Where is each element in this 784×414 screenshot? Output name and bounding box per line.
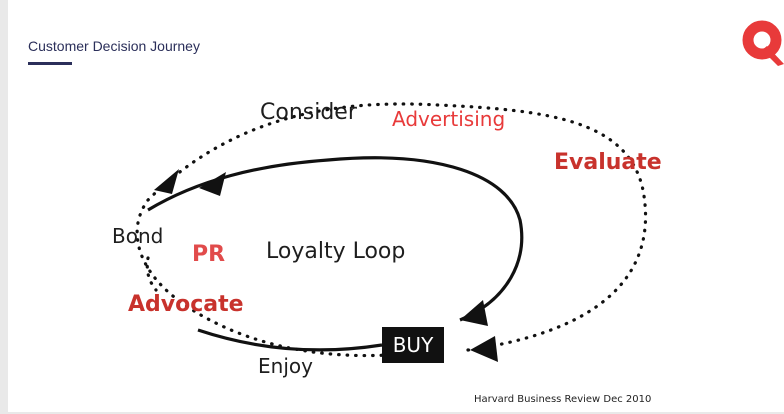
- arrow-head: [199, 172, 226, 196]
- title-underline: [28, 62, 72, 65]
- q-logo-icon: [742, 20, 784, 66]
- stage-buy: BUY: [382, 327, 444, 363]
- stage-consider: Consider: [260, 100, 357, 125]
- stage-evaluate: Evaluate: [554, 150, 662, 175]
- channel-pr: PR: [192, 242, 226, 267]
- arrow-head: [460, 300, 488, 326]
- source-citation: Harvard Business Review Dec 2010: [474, 394, 652, 405]
- channel-advertising: Advertising: [392, 107, 506, 131]
- stage-advocate: Advocate: [128, 292, 244, 317]
- page-title: Customer Decision Journey: [28, 38, 200, 54]
- bond-to-advocate: [145, 256, 158, 292]
- stage-enjoy: Enjoy: [258, 354, 313, 378]
- arrow-head: [154, 169, 179, 194]
- stage-bond: Bond: [112, 224, 164, 248]
- loyalty-loop-solid: [147, 156, 524, 322]
- arrow-head: [470, 336, 498, 362]
- slide: Customer Decision Journey Consider Adver…: [8, 0, 784, 412]
- journey-loop-dotted: [135, 102, 648, 358]
- loop-title: Loyalty Loop: [266, 239, 406, 264]
- loyalty-loop-lower: [197, 328, 383, 352]
- decision-journey-diagram: [135, 102, 648, 362]
